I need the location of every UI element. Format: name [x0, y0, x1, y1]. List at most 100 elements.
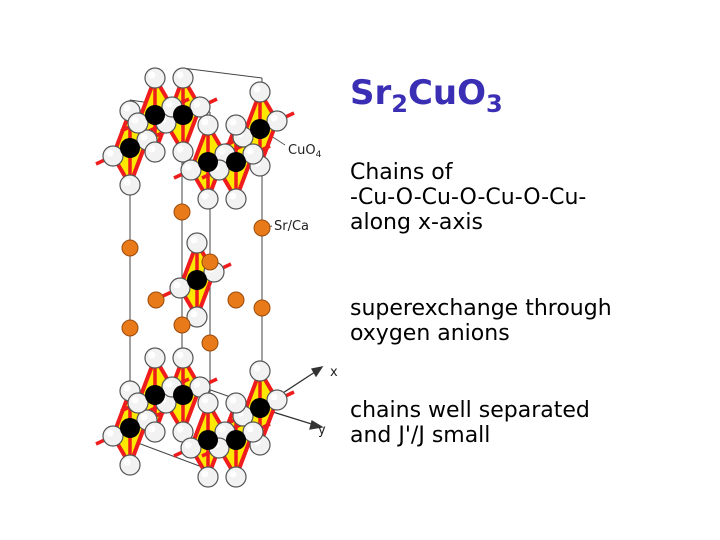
sr-ca-atom: [121, 319, 139, 337]
oxygen-highlight: [148, 425, 156, 433]
copper-atom: [198, 430, 218, 450]
oxygen-atom: [197, 466, 219, 488]
oxygen-highlight: [201, 470, 209, 478]
oxygen-atom: [172, 67, 194, 89]
oxygen-highlight: [123, 384, 131, 392]
oxygen-atom: [180, 159, 202, 181]
sr-ca-atom: [173, 316, 191, 334]
copper-atom: [250, 398, 270, 418]
oxygen-atom: [266, 389, 288, 411]
copper-atom: [145, 105, 165, 125]
copper-atom: [120, 138, 140, 158]
oxygen-highlight: [165, 100, 173, 108]
sr-ca-atom: [201, 334, 219, 352]
oxygen-atom: [197, 392, 219, 414]
oxygen-atom: [144, 421, 166, 443]
sr-ca-atom: [121, 239, 139, 257]
oxygen-highlight: [253, 85, 261, 93]
oxygen-atom: [144, 347, 166, 369]
oxygen-atom: [144, 141, 166, 163]
oxygen-atom: [242, 143, 264, 165]
copper-atom: [226, 152, 246, 172]
oxygen-highlight: [165, 380, 173, 388]
oxygen-highlight: [218, 425, 226, 433]
atoms: [102, 67, 288, 488]
copper-atom: [187, 270, 207, 290]
oxygen-atom: [127, 112, 149, 134]
formula-title: Sr2CuO3: [350, 73, 503, 118]
oxygen-highlight: [176, 145, 184, 153]
oxygen-atom: [242, 421, 264, 443]
copper-atom: [173, 385, 193, 405]
oxygen-highlight: [218, 147, 226, 155]
y-axis-label: y: [318, 423, 326, 438]
oxygen-highlight: [148, 145, 156, 153]
oxygen-atom: [102, 145, 124, 167]
oxygen-highlight: [229, 118, 237, 126]
oxygen-atom: [225, 114, 247, 136]
oxygen-highlight: [176, 71, 184, 79]
oxygen-atom: [197, 188, 219, 210]
oxygen-highlight: [201, 192, 209, 200]
copper-atom: [173, 105, 193, 125]
oxygen-highlight: [140, 133, 148, 141]
oxygen-highlight: [270, 114, 278, 122]
chain-description-line: along x-axis: [350, 210, 483, 235]
oxygen-highlight: [253, 364, 261, 372]
copper-atom: [145, 385, 165, 405]
oxygen-highlight: [190, 236, 198, 244]
sr-ca-atom: [253, 219, 271, 237]
oxygen-highlight: [246, 425, 254, 433]
oxygen-atom: [102, 425, 124, 447]
chain-description-line: -Cu-O-Cu-O-Cu-O-Cu-: [350, 185, 587, 210]
separation-line: and J'/J small: [350, 423, 491, 448]
oxygen-highlight: [184, 163, 192, 171]
separation-line: chains well separated: [350, 398, 590, 423]
sr-ca-atom: [227, 291, 245, 309]
sr-ca-atom: [147, 291, 165, 309]
copper-atom: [198, 152, 218, 172]
oxygen-highlight: [173, 281, 181, 289]
oxygen-atom: [169, 277, 191, 299]
sr-ca-atom: [253, 299, 271, 317]
oxygen-highlight: [201, 396, 209, 404]
x-axis-label: x: [330, 365, 338, 380]
oxygen-atom: [197, 114, 219, 136]
oxygen-highlight: [176, 351, 184, 359]
oxygen-highlight: [193, 380, 201, 388]
oxygen-atom: [225, 466, 247, 488]
copper-atom: [226, 430, 246, 450]
oxygen-highlight: [106, 429, 114, 437]
separation-description: chains well separated and J'/J small: [350, 398, 590, 448]
oxygen-atom: [225, 392, 247, 414]
oxygen-highlight: [270, 393, 278, 401]
cuo4-label: CuO4: [288, 143, 322, 160]
oxygen-highlight: [131, 396, 139, 404]
oxygen-atom: [119, 454, 141, 476]
oxygen-atom: [225, 188, 247, 210]
oxygen-highlight: [190, 310, 198, 318]
oxygen-atom: [189, 96, 211, 118]
sr-ca-atom: [173, 203, 191, 221]
oxygen-highlight: [148, 71, 156, 79]
oxygen-highlight: [106, 149, 114, 157]
oxygen-highlight: [229, 396, 237, 404]
oxygen-atom: [186, 232, 208, 254]
oxygen-atom: [127, 392, 149, 414]
oxygen-highlight: [148, 351, 156, 359]
chain-description: Chains of -Cu-O-Cu-O-Cu-O-Cu- along x-ax…: [350, 160, 586, 235]
oxygen-highlight: [123, 458, 131, 466]
oxygen-atom: [249, 360, 271, 382]
oxygen-highlight: [184, 441, 192, 449]
sr-ca-atom: [201, 253, 219, 271]
oxygen-atom: [172, 347, 194, 369]
copper-atom: [250, 119, 270, 139]
oxygen-highlight: [131, 116, 139, 124]
superexchange-line: superexchange through: [350, 296, 612, 321]
oxygen-highlight: [140, 413, 148, 421]
oxygen-highlight: [229, 192, 237, 200]
oxygen-highlight: [193, 100, 201, 108]
superexchange-line: oxygen anions: [350, 321, 510, 346]
oxygen-highlight: [176, 425, 184, 433]
oxygen-highlight: [123, 178, 131, 186]
